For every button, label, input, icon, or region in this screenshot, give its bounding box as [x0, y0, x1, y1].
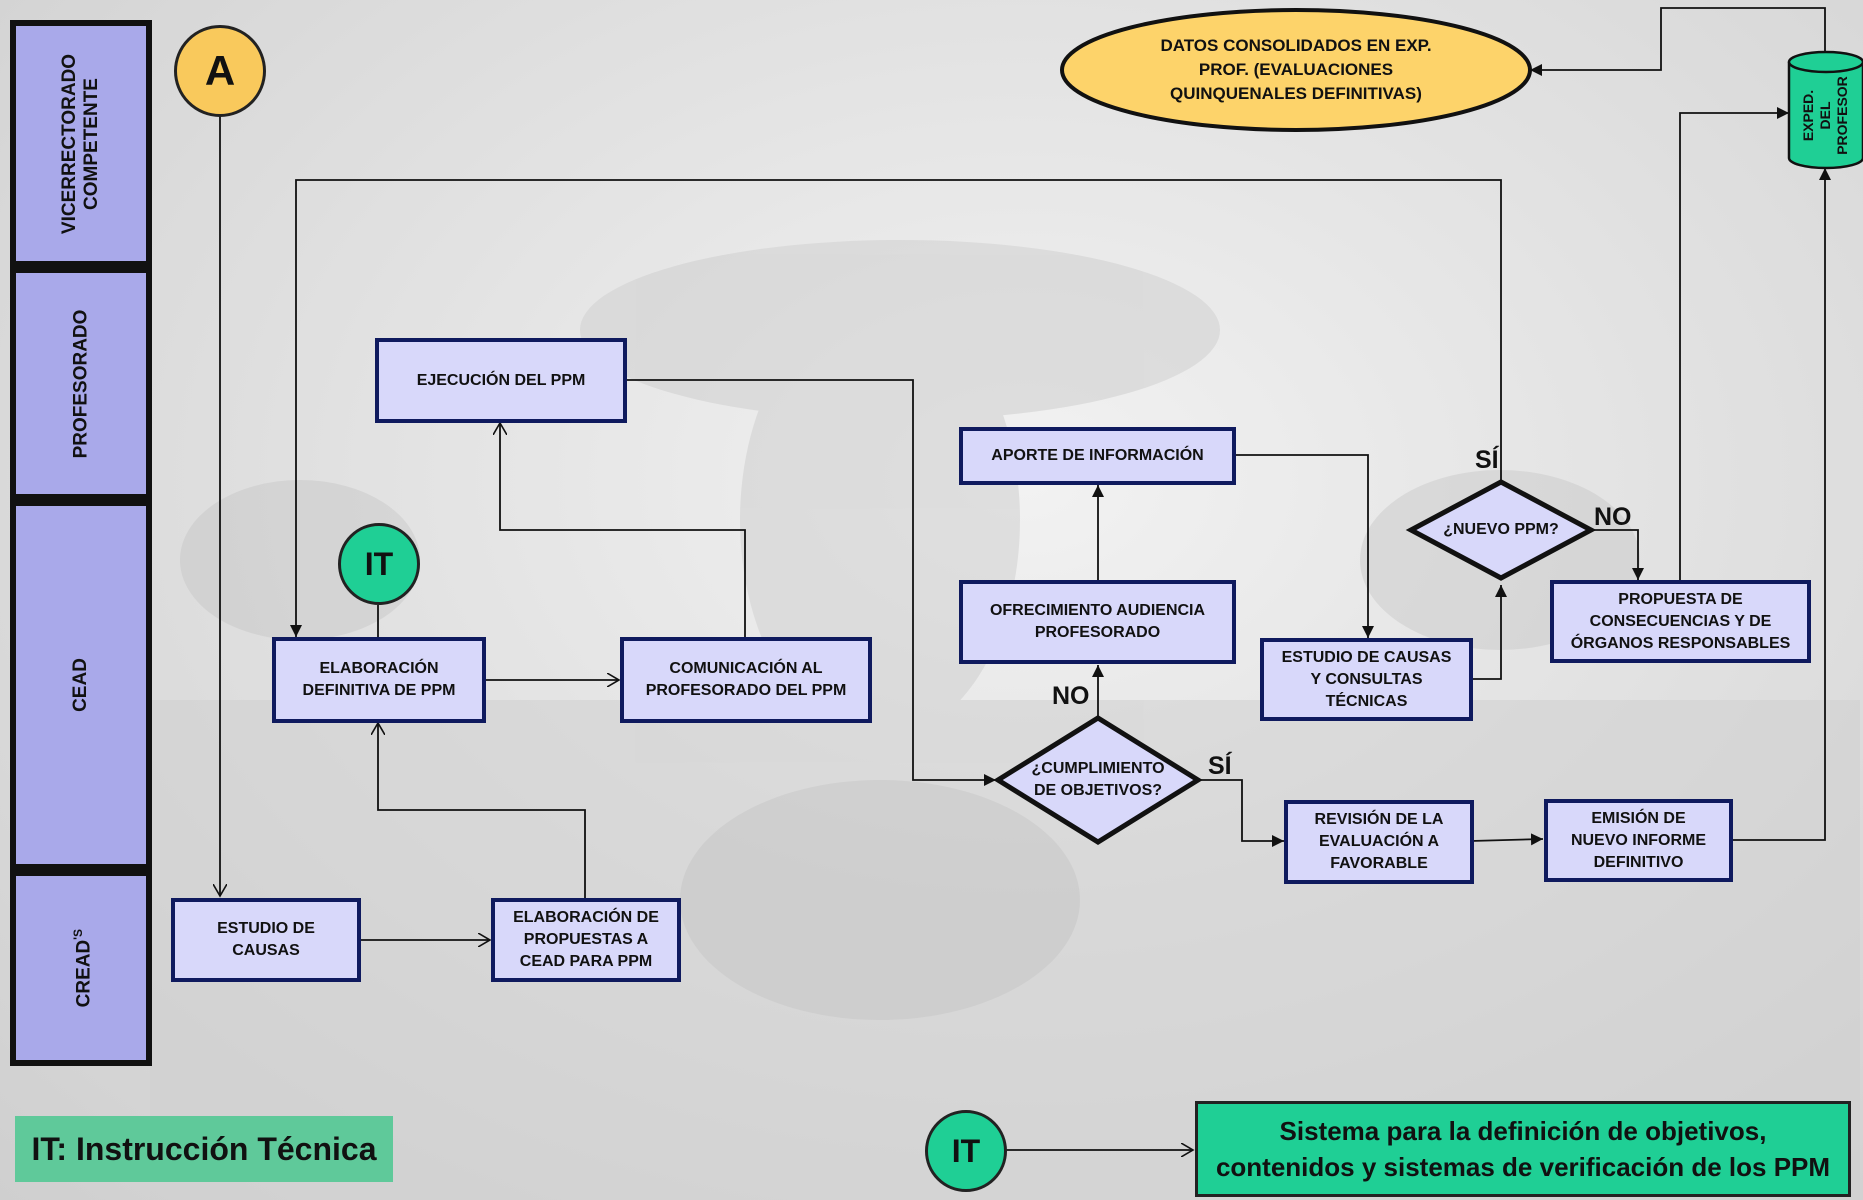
edge-label-no-nuevo: NO [1594, 503, 1632, 531]
edge-ejecucion-to-cumplimiento [626, 379, 996, 786]
lane-creads: CREAD'S [10, 870, 152, 1066]
node-datos-consolidados[interactable]: DATOS CONSOLIDADOS EN EXP. PROF. (EVALUA… [1160, 36, 1432, 103]
node-aporte[interactable]: APORTE DE INFORMACIÓN [959, 427, 1236, 485]
lane-creads-label: CREAD [73, 939, 95, 1008]
edge-estudio-tecnicas-to-nuevo [1471, 585, 1507, 680]
edge-label-no-cumplimiento: NO [1052, 682, 1090, 710]
edge-aporte-to-estudio-tecnicas [1235, 454, 1374, 638]
node-estudio-causas[interactable]: ESTUDIO DE CAUSAS [171, 898, 361, 982]
datos-consolidados-shape [1060, 8, 1532, 132]
edge-propuestas-to-definitiva [378, 723, 586, 898]
edge-nuevo-no [1591, 529, 1644, 580]
legend-it-definition: IT: Instrucción Técnica [15, 1116, 393, 1182]
it-connector[interactable]: IT [338, 523, 420, 605]
node-ofrecimiento[interactable]: OFRECIMIENTO AUDIENCIA PROFESORADO [959, 580, 1236, 664]
legend-it-target: Sistema para la definición de objetivos,… [1195, 1101, 1851, 1197]
lane-creads-superscript: 'S [70, 928, 85, 940]
expediente-cylinder-shape [1787, 50, 1863, 170]
edge-emision-to-expediente [1733, 168, 1831, 841]
node-comunicacion[interactable]: COMUNICACIÓN AL PROFESORADO DEL PPM [620, 637, 872, 723]
decision-cumplimiento[interactable]: ¿CUMPLIMIENTO DE OBJETIVOS? [1031, 760, 1165, 799]
node-emision[interactable]: EMISIÓN DE NUEVO INFORME DEFINITIVO [1544, 799, 1733, 882]
decision-cumplimiento-shape [993, 715, 1203, 845]
node-ejecucion[interactable]: EJECUCIÓN DEL PPM [375, 338, 627, 423]
start-connector-a[interactable]: A [174, 25, 266, 117]
node-revision[interactable]: REVISIÓN DE LA EVALUACIÓN A FAVORABLE [1284, 800, 1474, 884]
decision-nuevo-ppm-shape [1405, 479, 1597, 581]
edge-label-si-cumplimiento: SÍ [1208, 752, 1232, 780]
node-estudio-causas-tecnicas[interactable]: ESTUDIO DE CAUSAS Y CONSULTAS TÉCNICAS [1260, 638, 1473, 721]
node-elaboracion-propuestas[interactable]: ELABORACIÓN DE PROPUESTAS A CEAD PARA PP… [491, 898, 681, 982]
lane-vicerrectorado: VICERRECTORADO COMPETENTE [10, 20, 152, 267]
edge-nuevo-si [290, 179, 1502, 637]
edge-label-si-nuevo: SÍ [1475, 446, 1499, 474]
node-propuesta-consecuencias[interactable]: PROPUESTA DE CONSECUENCIAS Y DE ÓRGANOS … [1550, 580, 1811, 663]
lane-profesorado: PROFESORADO [10, 267, 152, 500]
edge-expediente-to-datos [1530, 7, 1826, 76]
edge-revision-to-emision [1470, 833, 1544, 846]
decision-nuevo-ppm[interactable]: ¿NUEVO PPM? [1443, 521, 1559, 538]
node-expediente[interactable]: EXPED. DEL PROFESOR [1799, 75, 1850, 155]
edge-propuesta-to-expediente [1679, 107, 1789, 580]
edge-cumplimiento-si [1198, 779, 1284, 847]
lane-cead: CEAD [10, 500, 152, 870]
edge-comunicacion-to-ejecucion [500, 423, 746, 637]
legend-it-icon: IT [925, 1110, 1007, 1192]
node-elaboracion-definitiva[interactable]: ELABORACIÓN DEFINITIVA DE PPM [272, 637, 486, 723]
